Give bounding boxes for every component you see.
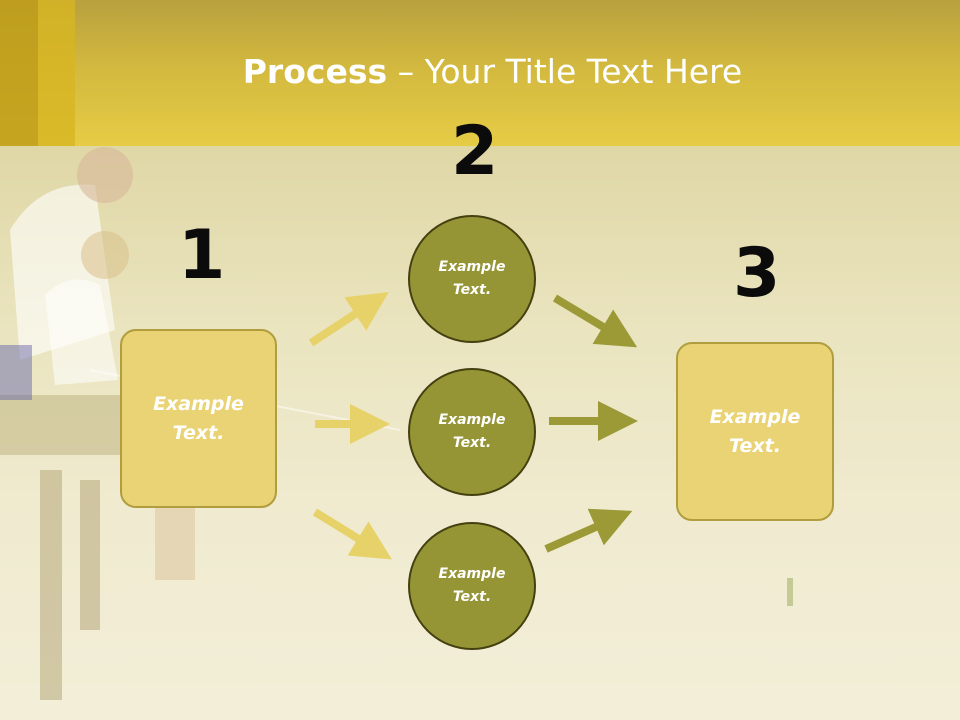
step-box-3-line1: Example [709, 405, 801, 428]
arrow-top-to-3 [552, 294, 638, 348]
arrow-1-to-bottom [312, 508, 393, 560]
title-bold: Process [242, 52, 388, 91]
step-box-1: Example Text. [120, 329, 277, 508]
step-number-1: 1 [178, 216, 226, 295]
arrow-1-to-top [308, 292, 389, 347]
step-box-1-line1: Example [153, 392, 244, 415]
step-number-2: 2 [451, 112, 499, 191]
circle-middle: Example Text. [408, 368, 536, 496]
arrow-bottom-to-3 [544, 508, 633, 553]
circle-top: Example Text. [408, 215, 536, 343]
banner-accent-dark [0, 0, 38, 146]
slide-title: Process – Your Title Text Here [0, 52, 960, 91]
circle-bottom-line1: Example [438, 566, 506, 582]
title-banner [0, 0, 960, 146]
circle-bottom-line2: Text. [452, 589, 492, 605]
step-box-3: Example Text. [676, 342, 834, 521]
circle-bottom: Example Text. [408, 522, 536, 650]
circle-top-line2: Text. [452, 282, 492, 298]
step-number-3: 3 [733, 234, 781, 313]
circle-middle-line1: Example [438, 412, 506, 428]
step-box-3-line2: Text. [729, 434, 781, 457]
circle-top-line1: Example [438, 259, 506, 275]
title-rest: – Your Title Text Here [387, 52, 743, 91]
banner-accent-light [38, 0, 75, 146]
circle-middle-line2: Text. [452, 435, 492, 451]
step-box-1-line2: Text. [172, 421, 225, 444]
